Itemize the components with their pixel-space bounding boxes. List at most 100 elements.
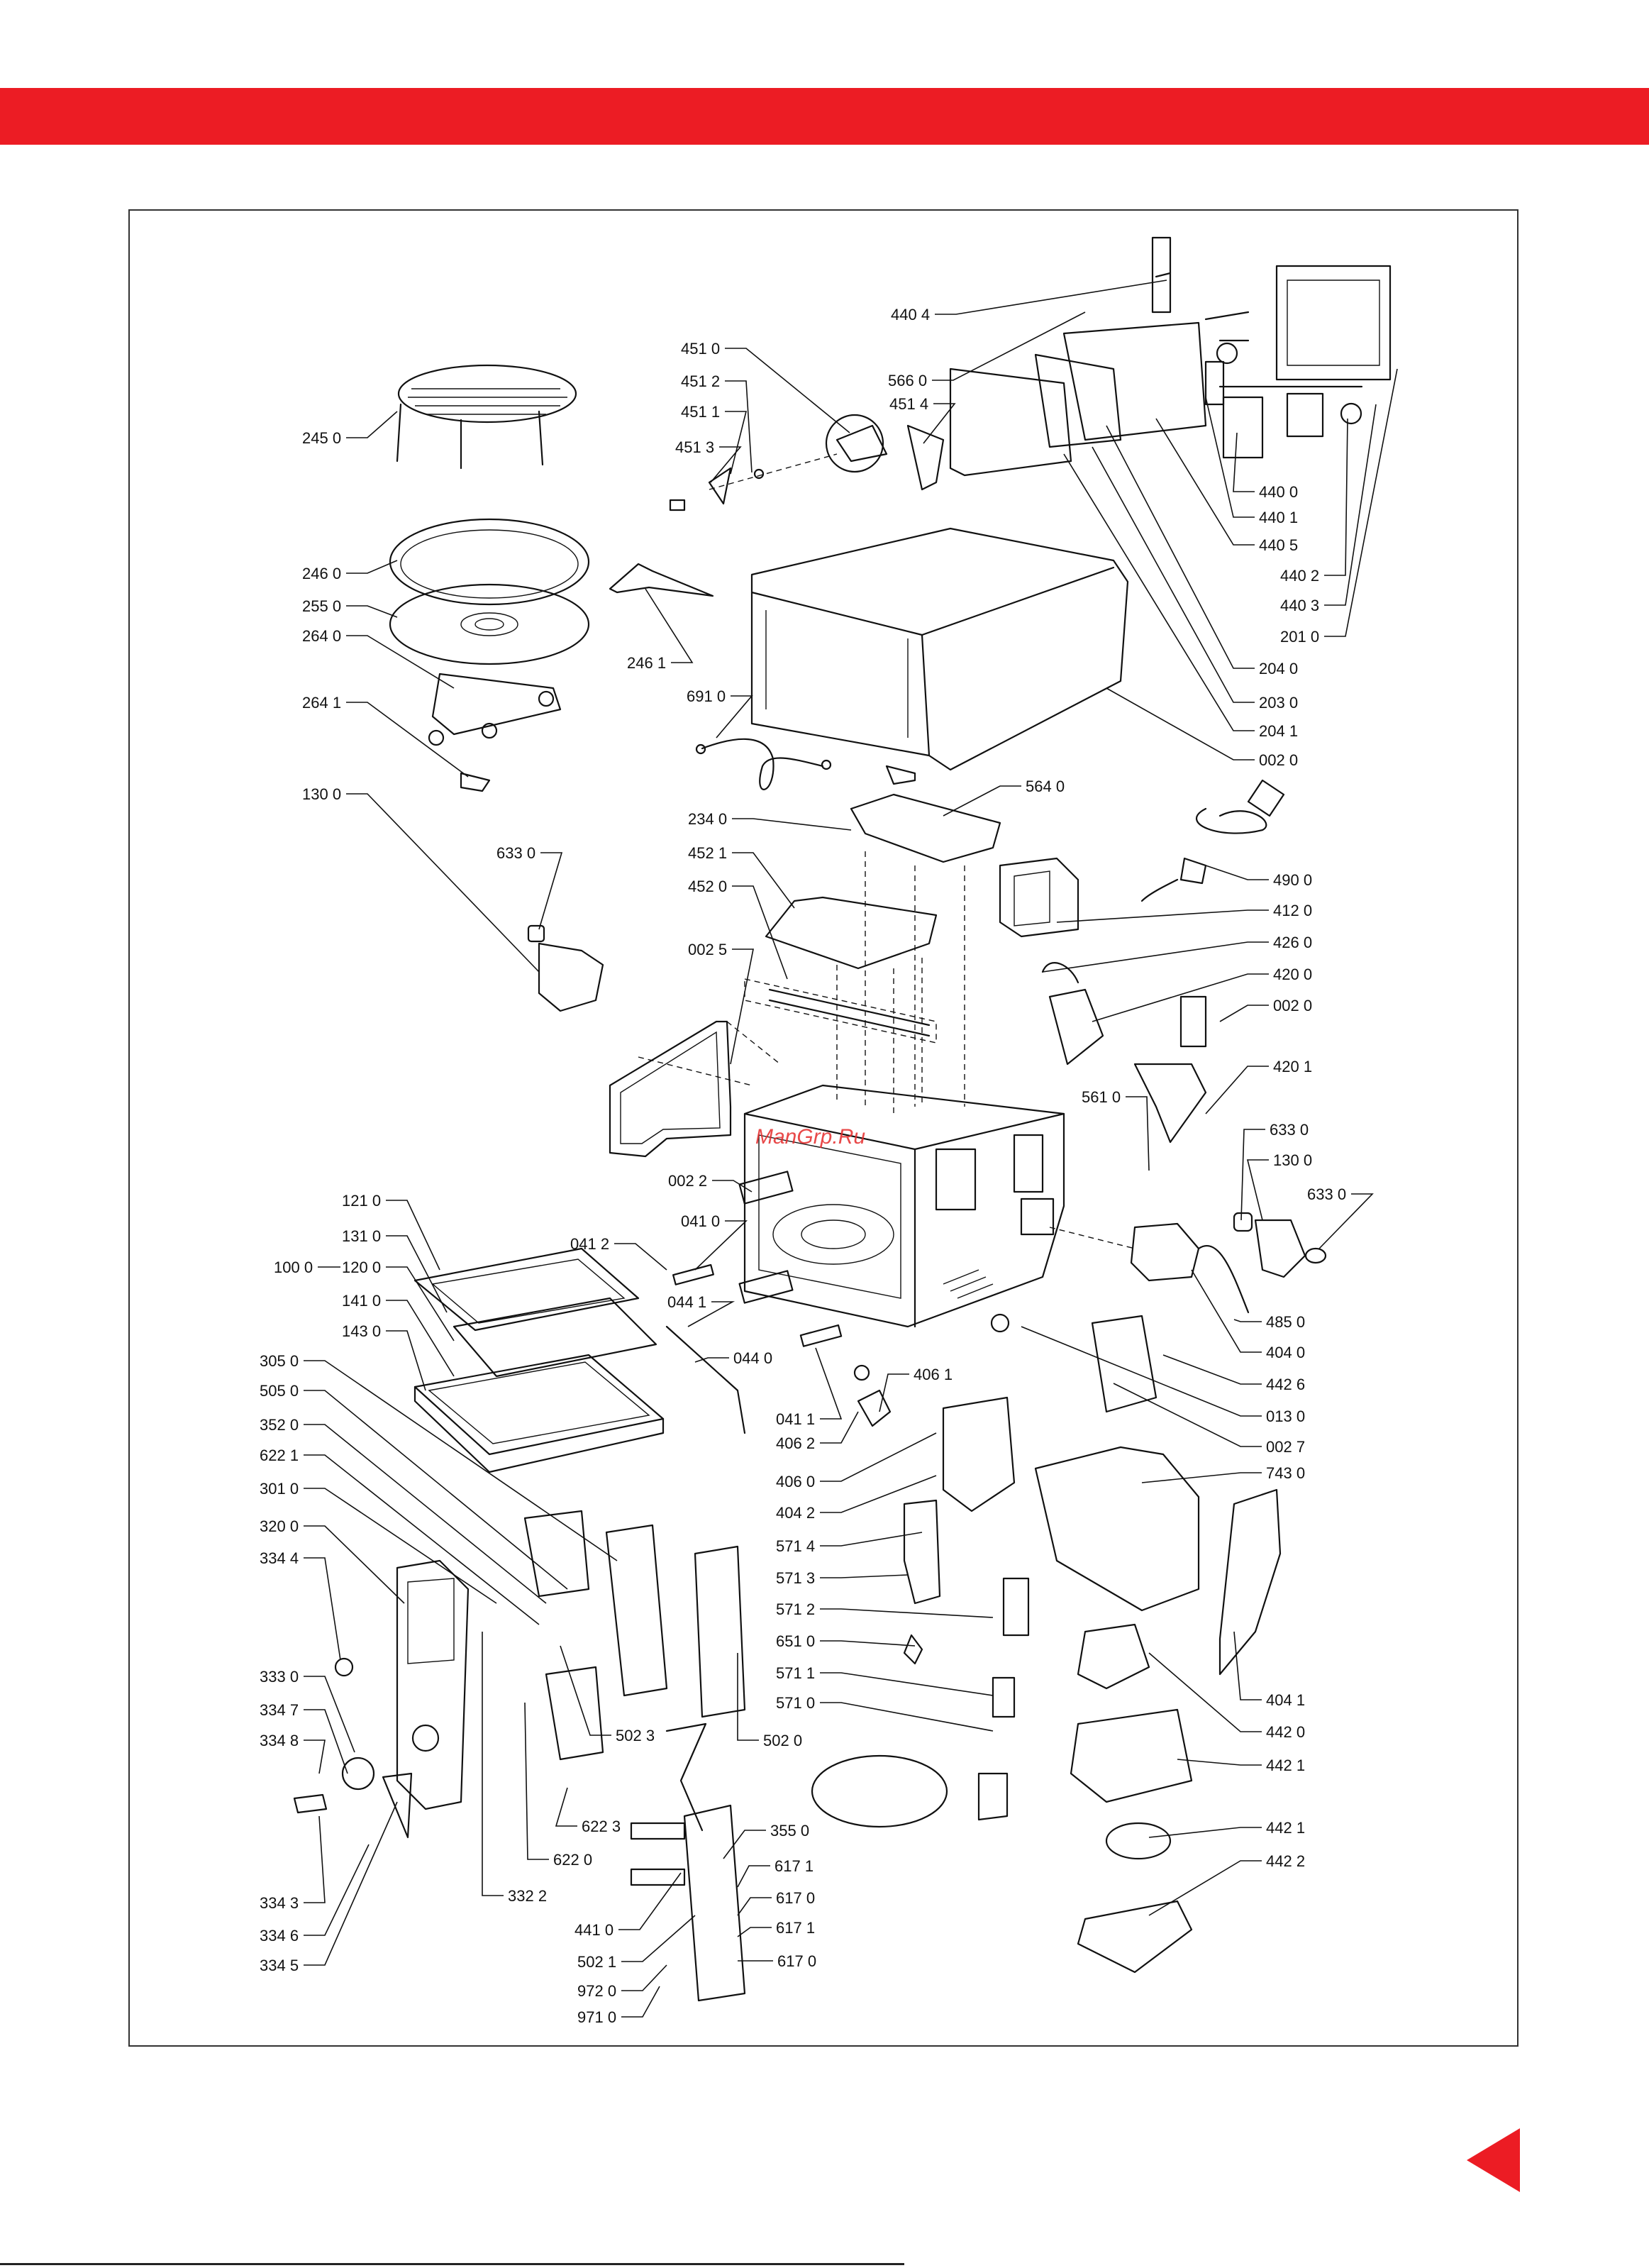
leader-line-l4422 — [1148, 1860, 1262, 1916]
leader-line-l3347 — [304, 1709, 348, 1774]
part-label-l2461: 246 1 — [627, 654, 666, 672]
part-label-l4403: 440 3 — [1280, 597, 1319, 614]
part-label-l0022: 002 2 — [668, 1172, 707, 1190]
interlock-parts — [811, 1499, 1030, 1828]
part-label-l0440: 044 0 — [733, 1349, 772, 1367]
part-label-l6330a: 633 0 — [496, 844, 535, 862]
leader-line-l0410 — [694, 1220, 748, 1271]
leader-line-l4400 — [1233, 432, 1255, 492]
leader-line-l3343 — [304, 1815, 326, 1903]
part-label-l1300a: 130 0 — [302, 785, 341, 803]
leader-line-l3050 — [304, 1360, 618, 1561]
leader-line-l3520 — [304, 1424, 547, 1604]
leader-line-l4421a — [1177, 1759, 1262, 1766]
leader-line-l9720 — [621, 1964, 667, 1991]
leader-line-l4260 — [1042, 941, 1269, 973]
part-label-l2030: 203 0 — [1259, 694, 1298, 712]
leader-line-l4520 — [732, 885, 788, 980]
door-hinge-parts — [665, 1263, 892, 1434]
leader-line-l2460 — [346, 560, 398, 574]
part-label-l4060: 406 0 — [776, 1473, 815, 1490]
part-label-l2640: 264 0 — [302, 627, 341, 645]
door-assembly — [413, 1247, 665, 1473]
leader-line-l0020a — [1106, 687, 1255, 760]
leader-line-l3344 — [304, 1557, 341, 1661]
part-label-l0441: 044 1 — [667, 1293, 706, 1311]
part-label-l4040: 404 0 — [1266, 1344, 1305, 1361]
part-label-l4421a: 442 1 — [1266, 1757, 1305, 1774]
part-label-l4422: 442 2 — [1266, 1852, 1305, 1870]
leader-line-l5050 — [304, 1390, 568, 1590]
leader-line-l3330 — [304, 1676, 355, 1753]
grill-rack — [396, 364, 577, 470]
part-label-l4511: 451 1 — [681, 403, 720, 421]
leader-line-l3346 — [304, 1844, 370, 1936]
part-label-l4061: 406 1 — [914, 1366, 953, 1383]
part-label-l4401: 440 1 — [1259, 509, 1298, 526]
main-chassis — [738, 1084, 1065, 1328]
leader-line-l2450 — [346, 411, 398, 438]
leader-line-l1300b — [1246, 1159, 1269, 1221]
leader-line-l4511 — [725, 411, 748, 475]
switch-bracket — [527, 924, 1327, 1278]
leader-line-l6910 — [716, 695, 753, 739]
part-label-l1200: 120 0 — [342, 1259, 381, 1276]
watermark: ManGrp.Ru — [755, 1125, 865, 1149]
part-label-l5020: 502 0 — [763, 1732, 802, 1749]
part-label-l3550: 355 0 — [770, 1822, 809, 1840]
part-label-l2460: 246 0 — [302, 565, 341, 582]
leader-line-l2461 — [645, 588, 694, 663]
part-label-l4260: 426 0 — [1273, 934, 1312, 951]
part-label-l3345: 334 5 — [260, 1957, 299, 1974]
part-label-l4510: 451 0 — [681, 340, 720, 358]
leader-line-l0441 — [687, 1301, 735, 1327]
leader-line-l2041 — [1063, 453, 1255, 731]
leader-line-l4042 — [820, 1475, 937, 1513]
leader-line-l0022 — [712, 1180, 753, 1193]
leader-line-l7430 — [1141, 1472, 1262, 1483]
leader-line-l6221 — [304, 1454, 540, 1625]
leader-line-l1430 — [386, 1330, 426, 1391]
leader-line-l4405 — [1155, 418, 1255, 546]
header-bar — [0, 88, 1649, 145]
part-label-l2010: 201 0 — [1280, 628, 1319, 646]
part-label-l2340: 234 0 — [688, 810, 727, 828]
leader-line-l3348 — [304, 1739, 326, 1774]
part-label-l0020b: 002 0 — [1273, 997, 1312, 1014]
part-label-l3330: 333 0 — [260, 1668, 299, 1686]
part-label-l6171b: 617 1 — [776, 1919, 815, 1937]
leader-line-l4061 — [879, 1373, 909, 1412]
part-label-l5714: 571 4 — [776, 1537, 815, 1555]
roller-ring — [428, 673, 562, 792]
leader-line-l0130 — [1021, 1326, 1262, 1417]
leader-line-l4521 — [732, 852, 795, 909]
part-label-l3322: 332 2 — [508, 1887, 547, 1905]
leader-line-l4900 — [1205, 865, 1269, 880]
part-label-l9720: 972 0 — [577, 1982, 616, 2000]
side-brackets — [990, 1313, 1157, 1413]
leader-line-l2550 — [346, 605, 398, 618]
part-label-l3346: 334 6 — [260, 1927, 299, 1945]
waveguide-parts — [744, 765, 1001, 1114]
leader-line-l4200 — [1092, 973, 1269, 1022]
part-label-l4513: 451 3 — [675, 438, 714, 456]
leader-line-l4401 — [1205, 397, 1255, 518]
control-panel-parts — [293, 1510, 746, 2002]
part-label-l5050: 505 0 — [260, 1382, 299, 1400]
leader-line-l2030 — [1092, 446, 1255, 703]
part-label-l4400: 440 0 — [1259, 483, 1298, 501]
leader-line-l5660 — [932, 311, 1086, 381]
rear-mount-parts — [669, 236, 1392, 511]
part-label-l4514: 451 4 — [889, 395, 928, 413]
leader-line-l2641 — [346, 702, 469, 778]
diagram-frame — [128, 209, 1518, 2047]
leader-line-l1310 — [386, 1235, 448, 1313]
leader-line-l4060 — [820, 1432, 937, 1482]
part-label-l2040: 204 0 — [1259, 660, 1298, 677]
part-label-l6510: 651 0 — [776, 1632, 815, 1650]
previous-page-arrow-icon[interactable] — [1467, 2128, 1520, 2192]
leader-line-l4420 — [1148, 1652, 1262, 1732]
leader-line-l2340 — [732, 818, 852, 831]
leader-line-l6171a — [737, 1865, 770, 1888]
